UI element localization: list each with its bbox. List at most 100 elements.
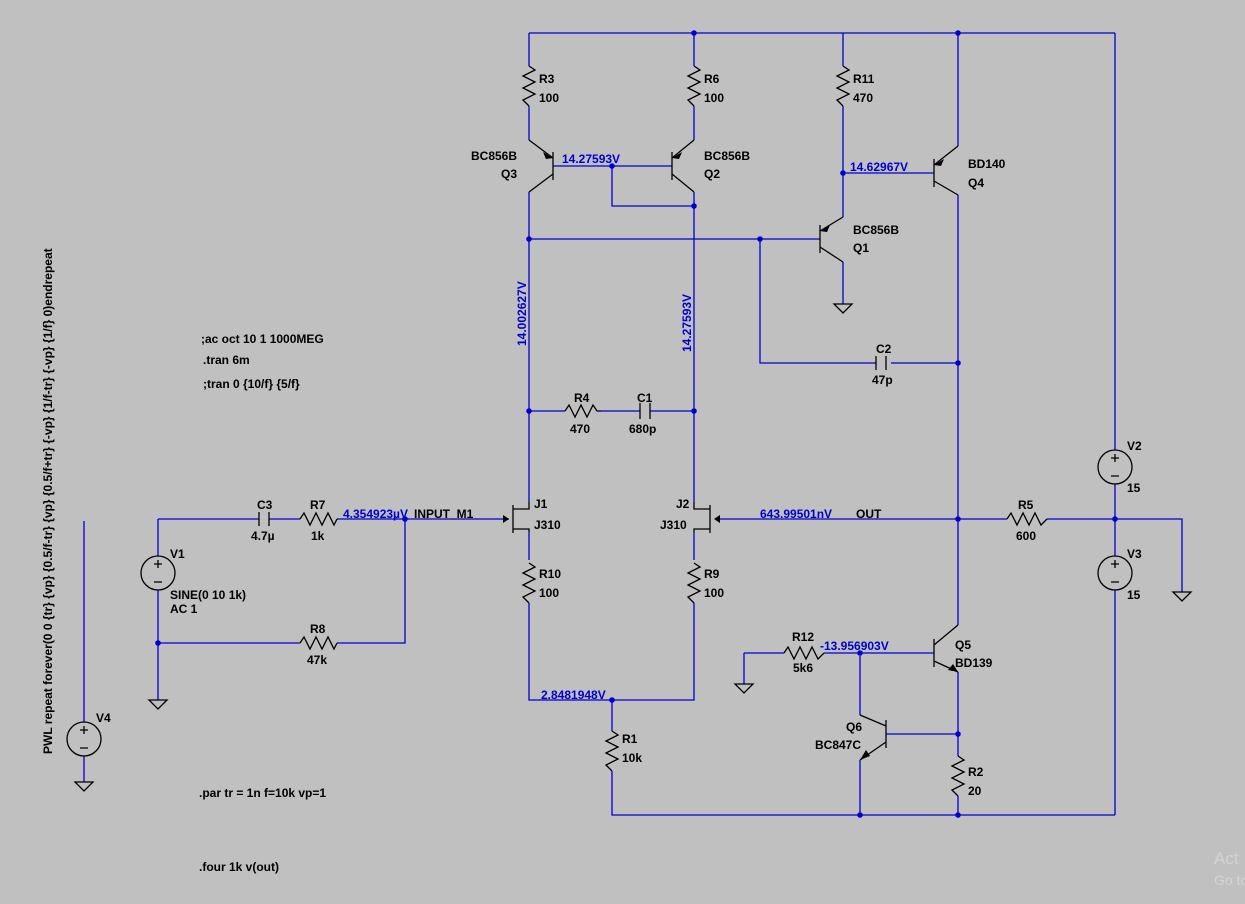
v1-ac: AC 1	[170, 602, 198, 616]
resistor-r9[interactable]: R9 100	[686, 562, 724, 604]
resistor-r7[interactable]: R7 1k	[299, 498, 338, 543]
q5-ref: Q5	[955, 638, 971, 652]
r8-ref: R8	[310, 622, 326, 636]
j2-model: J310	[660, 518, 687, 532]
resistor-r11[interactable]: R11 470	[835, 65, 875, 107]
jfet-j1[interactable]: J1 J310	[503, 497, 561, 533]
r3-ref: R3	[539, 72, 555, 86]
source-v2[interactable]: V2 15	[1097, 439, 1142, 495]
r10-ref: R10	[539, 567, 561, 581]
q3-ref: Q3	[501, 167, 517, 181]
transistor-q3[interactable]: BC856B Q3	[471, 139, 554, 193]
q6-ref: Q6	[846, 720, 862, 734]
resistor-r12[interactable]: R12 5k6	[783, 630, 825, 675]
q3-model: BC856B	[471, 149, 517, 163]
v4-value: PWL repeat forever(0 0 {tr} {vp} {0.5/f-…	[41, 248, 55, 754]
r12-value: 5k6	[793, 661, 813, 675]
resistor-r5[interactable]: R5 600	[1006, 498, 1048, 543]
q4-base-voltage: 14.62967V	[850, 160, 908, 174]
v3-value: 15	[1127, 588, 1141, 602]
r2-value: 20	[968, 784, 982, 798]
ground-icon	[832, 303, 854, 314]
transistor-q5[interactable]: Q5 BD139	[933, 624, 993, 673]
resistor-r6[interactable]: R6 100	[686, 65, 724, 107]
ac-directive: ;ac oct 10 1 1000MEG	[201, 332, 324, 346]
capacitor-c3[interactable]: C3 4.7µ	[251, 498, 275, 543]
ground-icon	[1171, 591, 1193, 602]
r11-ref: R11	[853, 72, 875, 86]
r11-value: 470	[853, 91, 873, 105]
transistor-q2[interactable]: BC856B Q2	[671, 139, 750, 193]
j1-drain-voltage: 14.002627V	[515, 281, 529, 346]
r3-value: 100	[539, 91, 559, 105]
r6-value: 100	[704, 91, 724, 105]
q1-ref: Q1	[853, 241, 869, 255]
v3-ref: V3	[1127, 547, 1142, 561]
q3-base-voltage: 14.27593V	[562, 152, 620, 166]
input-net-label: INPUT_M1	[414, 507, 474, 521]
capacitor-c2[interactable]: C2 47p	[872, 342, 893, 387]
spice-directives[interactable]: ;ac oct 10 1 1000MEG .tran 6m ;tran 0 {1…	[199, 332, 326, 874]
watermark-subtext: Go to	[1214, 872, 1245, 888]
junction-dots	[155, 30, 1118, 818]
q6-model: BC847C	[815, 738, 861, 752]
c1-value: 680p	[629, 422, 656, 436]
v1-value: SINE(0 10 1k)	[170, 588, 246, 602]
capacitor-c1[interactable]: C1 680p	[629, 391, 656, 436]
ground-icon	[73, 781, 95, 792]
r7-value: 1k	[311, 529, 325, 543]
c3-ref: C3	[257, 498, 273, 512]
wires	[83, 32, 1183, 816]
ground-icon	[147, 699, 169, 710]
v1-ref: V1	[170, 547, 185, 561]
input-voltage: 4.354923µV	[343, 507, 408, 521]
c1-ref: C1	[637, 391, 653, 405]
resistor-r1[interactable]: R1 10k	[604, 730, 642, 772]
r10-value: 100	[539, 586, 559, 600]
r9-ref: R9	[704, 567, 720, 581]
source-v4[interactable]: V4 PWL repeat forever(0 0 {tr} {vp} {0.5…	[41, 248, 111, 757]
resistor-r10[interactable]: R10 100	[521, 562, 561, 604]
c3-value: 4.7µ	[251, 529, 275, 543]
out-voltage: 643.99501nV	[760, 507, 832, 521]
resistor-r8[interactable]: R8 47k	[299, 622, 338, 667]
param-directive: .par tr = 1n f=10k vp=1	[199, 786, 326, 800]
c2-value: 47p	[872, 373, 893, 387]
j2-ref: J2	[676, 497, 690, 511]
j2-drain-voltage: 14.27593V	[680, 294, 694, 352]
r4-ref: R4	[574, 391, 590, 405]
tran-alt-directive: ;tran 0 {10/f} {5/f}	[203, 377, 300, 391]
ground-symbols	[73, 303, 1193, 792]
transistor-q6[interactable]: Q6 BC847C	[815, 714, 887, 761]
resistor-r2[interactable]: R2 20	[950, 755, 984, 798]
q1-model: BC856B	[853, 223, 899, 237]
r2-ref: R2	[968, 765, 984, 779]
resistor-r4[interactable]: R4 470	[564, 391, 601, 436]
tran-directive: .tran 6m	[203, 353, 250, 367]
source-v3[interactable]: V3 15	[1097, 547, 1142, 602]
r9-value: 100	[704, 586, 724, 600]
transistor-q1[interactable]: BC856B Q1	[819, 216, 899, 263]
q4-model: BD140	[968, 157, 1006, 171]
r8-value: 47k	[307, 653, 327, 667]
r1-ref: R1	[622, 732, 638, 746]
q5-base-voltage: -13.956903V	[820, 639, 889, 653]
r5-value: 600	[1016, 529, 1036, 543]
transistor-q4[interactable]: BD140 Q4	[933, 145, 1006, 196]
v2-ref: V2	[1127, 439, 1142, 453]
tail-voltage: 2.8481948V	[541, 688, 606, 702]
r1-value: 10k	[622, 751, 642, 765]
v2-value: 15	[1127, 481, 1141, 495]
jfet-j2[interactable]: J2 J310	[660, 497, 720, 533]
r5-ref: R5	[1018, 498, 1034, 512]
r4-value: 470	[570, 422, 590, 436]
q2-ref: Q2	[704, 167, 720, 181]
resistor-r3[interactable]: R3 100	[521, 65, 559, 107]
r12-ref: R12	[792, 630, 814, 644]
four-directive: .four 1k v(out)	[199, 860, 279, 874]
q5-model: BD139	[955, 656, 993, 670]
watermark-text: Act	[1214, 849, 1239, 868]
r7-ref: R7	[310, 498, 326, 512]
source-v1[interactable]: V1 SINE(0 10 1k) AC 1	[140, 547, 246, 616]
